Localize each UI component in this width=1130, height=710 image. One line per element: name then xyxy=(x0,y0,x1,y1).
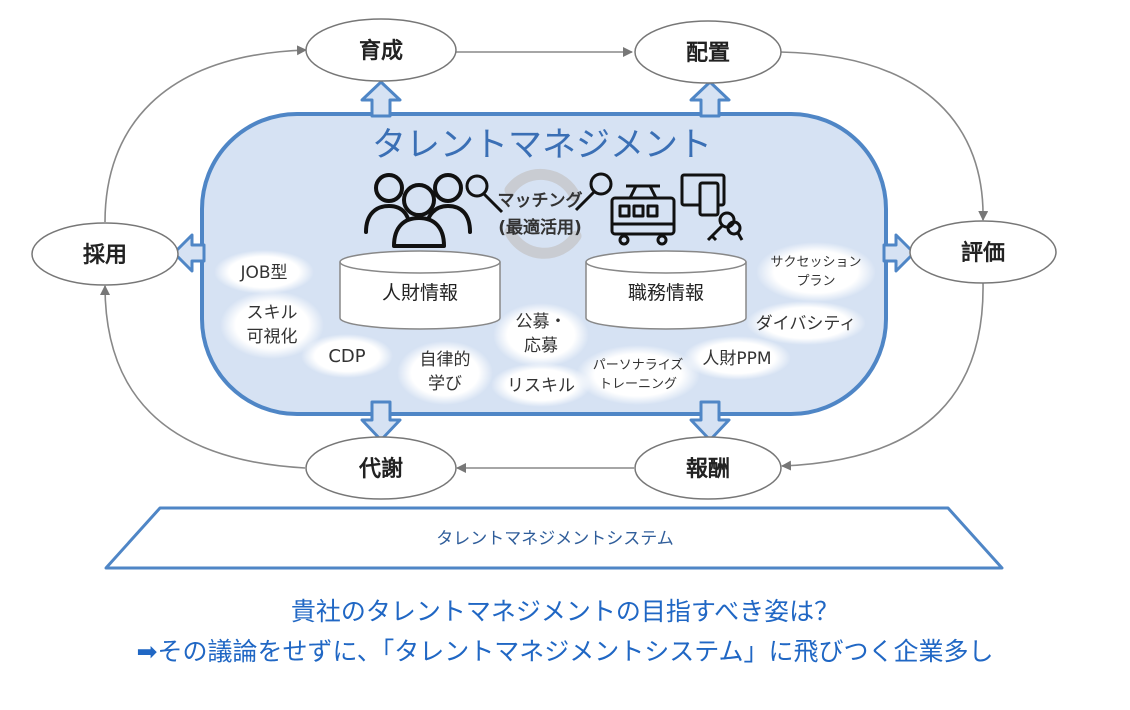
cloud-succession-line1: サクセッション xyxy=(770,255,861,270)
cloud-skill-line1: スキル xyxy=(247,303,298,323)
node-saiyo: 採用 xyxy=(31,222,179,286)
cloud-jiritsu: 自律的 学び xyxy=(397,341,493,405)
node-hoshu-label: 報酬 xyxy=(686,456,730,482)
block-arrow-right-hyoka xyxy=(882,233,916,273)
comment-text: その議論をせずに、「タレントマネジメントシステム」に飛びつく企業多し xyxy=(157,637,994,666)
matching-label: マッチング xyxy=(498,190,583,211)
cloud-cdp-label: CDP xyxy=(328,346,365,367)
cycle-arrows xyxy=(100,45,989,473)
cloud-ppm-label: 人財PPM xyxy=(702,349,771,369)
cloud-kobo-line1: 公募・ xyxy=(516,312,567,332)
question-text: 貴社のタレントマネジメントの目指すべき姿は？ xyxy=(290,597,840,626)
cloud-job: JOB型 xyxy=(214,250,314,294)
node-hoshu: 報酬 xyxy=(634,436,782,500)
node-hyoka: 評価 xyxy=(909,220,1057,284)
magnifier-icon-left xyxy=(465,174,504,214)
block-arrow-down-taisha xyxy=(360,400,402,442)
cloud-succession: サクセッション プラン xyxy=(756,242,876,302)
node-ikusei: 育成 xyxy=(305,18,457,82)
cloud-reskill: リスキル xyxy=(491,363,591,407)
cloud-reskill-label: リスキル xyxy=(507,376,575,396)
block-arrow-down-hoshu xyxy=(689,400,731,442)
matching-sub-label: (最適活用) xyxy=(498,217,582,238)
right-arrow-icon: ➡ xyxy=(136,637,158,666)
node-haichi-label: 配置 xyxy=(686,41,730,66)
arrow-haichi-to-hyoka xyxy=(779,51,989,221)
block-arrows xyxy=(172,80,916,442)
train-icon xyxy=(610,184,676,246)
comment-line: ➡その議論をせずに、「タレントマネジメントシステム」に飛びつく企業多し xyxy=(0,632,1130,668)
node-saiyo-label: 採用 xyxy=(83,243,127,268)
database-shokumu: 職務情報 xyxy=(585,250,747,330)
cloud-skill-line2: 可視化 xyxy=(247,327,298,347)
people-icon xyxy=(364,173,472,248)
node-taisha: 代謝 xyxy=(305,436,457,500)
talent-management-system-box: タレントマネジメントシステム xyxy=(104,506,1004,570)
arrow-hyoka-to-hoshu xyxy=(781,281,984,471)
talent-management-diagram: タレントマネジメント 育成 配置 評価 報酬 代謝 採用 xyxy=(31,18,1057,570)
node-ikusei-label: 育成 xyxy=(359,38,403,64)
database-jinzai-label: 人財情報 xyxy=(382,282,458,304)
cloud-kobo: 公募・ 応募 xyxy=(493,303,589,367)
node-hyoka-label: 評価 xyxy=(961,240,1005,266)
cloud-diversity-label: ダイバシティ xyxy=(756,314,857,334)
cloud-skill: スキル 可視化 xyxy=(220,291,324,359)
block-arrow-left-saiyo xyxy=(172,233,206,273)
system-label: タレントマネジメントシステム xyxy=(436,529,674,549)
computer-key-icon xyxy=(680,173,744,242)
magnifier-icon-right xyxy=(574,172,613,212)
node-haichi: 配置 xyxy=(634,20,782,84)
cloud-jiritsu-line2: 学び xyxy=(428,374,462,394)
cloud-personal: パーソナライズ トレーニング xyxy=(576,345,700,405)
block-arrow-up-ikusei xyxy=(360,80,402,118)
cloud-succession-line2: プラン xyxy=(796,274,835,289)
cloud-job-label: JOB型 xyxy=(239,263,287,283)
cloud-kobo-line2: 応募 xyxy=(524,336,558,356)
panel-title: タレントマネジメント xyxy=(372,125,712,165)
cloud-cdp: CDP xyxy=(301,334,393,378)
arrow-saiyo-to-ikusei xyxy=(104,45,307,223)
question-line: 貴社のタレントマネジメントの目指すべき姿は？ xyxy=(0,592,1130,628)
cloud-ppm: 人財PPM xyxy=(683,336,791,380)
cloud-personal-line2: トレーニング xyxy=(599,377,677,392)
block-arrow-up-haichi xyxy=(689,80,731,118)
matching-cycle-icon xyxy=(504,168,582,259)
cloud-personal-line1: パーソナライズ xyxy=(593,357,684,373)
database-shokumu-label: 職務情報 xyxy=(628,282,704,304)
arrow-taisha-to-saiyo xyxy=(100,285,306,469)
cloud-diversity: ダイバシティ xyxy=(746,301,866,345)
database-jinzai: 人財情報 xyxy=(339,250,501,330)
node-taisha-label: 代謝 xyxy=(358,456,403,482)
cloud-jiritsu-line1: 自律的 xyxy=(420,350,471,370)
